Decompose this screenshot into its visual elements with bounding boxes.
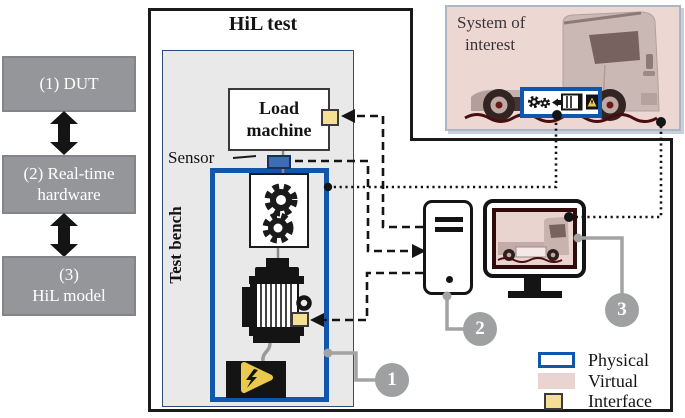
bidirectional-arrow-icon <box>50 111 78 155</box>
realtime-hardware-box: (2) Real-time hardware <box>2 155 136 214</box>
dotted-link-system-to-screen <box>574 126 663 219</box>
dut-label: (1) DUT <box>39 73 99 93</box>
legend-virtual-label: Virtual <box>588 371 638 391</box>
interface-square-icon <box>321 109 339 126</box>
test-bench-label: Test bench <box>166 206 185 284</box>
power-supply-icon <box>226 361 286 398</box>
legend-virtual-swatch <box>538 373 575 389</box>
hil-model-label-line1: (3) <box>59 265 79 285</box>
sensor-label: Sensor <box>168 148 215 167</box>
system-of-interest-box: System of interest <box>445 5 681 131</box>
callout-circle-3: 3 <box>605 293 639 327</box>
sensor-icon <box>267 155 291 169</box>
bidirectional-arrow-icon <box>50 213 78 257</box>
legend-interface-label: Interface <box>588 391 652 411</box>
truck-mirror <box>646 54 653 69</box>
legend-interface-swatch <box>544 393 563 410</box>
gearbox-box <box>249 173 309 248</box>
callout-circle-1: 1 <box>375 363 409 397</box>
hil-test-title: HiL test <box>228 13 298 35</box>
legend-physical-label: Physical <box>588 350 649 370</box>
dashed-signal-tower-to-load-machine <box>348 114 423 229</box>
system-of-interest-title: System of interest <box>457 13 526 54</box>
hil-model-box: (3) HiL model <box>2 256 136 316</box>
monitor-stand-base <box>508 291 562 298</box>
gear-icon <box>264 183 298 217</box>
realtime-hardware-label-line1: (2) Real-time <box>23 163 115 183</box>
dut-box: (1) DUT <box>2 56 136 112</box>
callout-circle-2: 2 <box>463 312 497 346</box>
callout-line-2 <box>445 295 465 331</box>
computer-tower-icon <box>423 200 473 295</box>
powertrain-box <box>520 87 602 118</box>
legend-physical-swatch <box>538 352 575 368</box>
gear-icon <box>262 212 294 244</box>
load-machine-box: Load machine <box>228 88 330 151</box>
realtime-hardware-label-line2: hardware <box>37 184 101 204</box>
monitor-screen-truck <box>492 208 577 269</box>
interface-square-icon <box>291 312 309 327</box>
lightning-icon <box>246 369 258 388</box>
hil-model-label-line2: HiL model <box>32 286 106 305</box>
warning-triangle-icon <box>586 94 598 110</box>
truck-window <box>589 31 640 64</box>
